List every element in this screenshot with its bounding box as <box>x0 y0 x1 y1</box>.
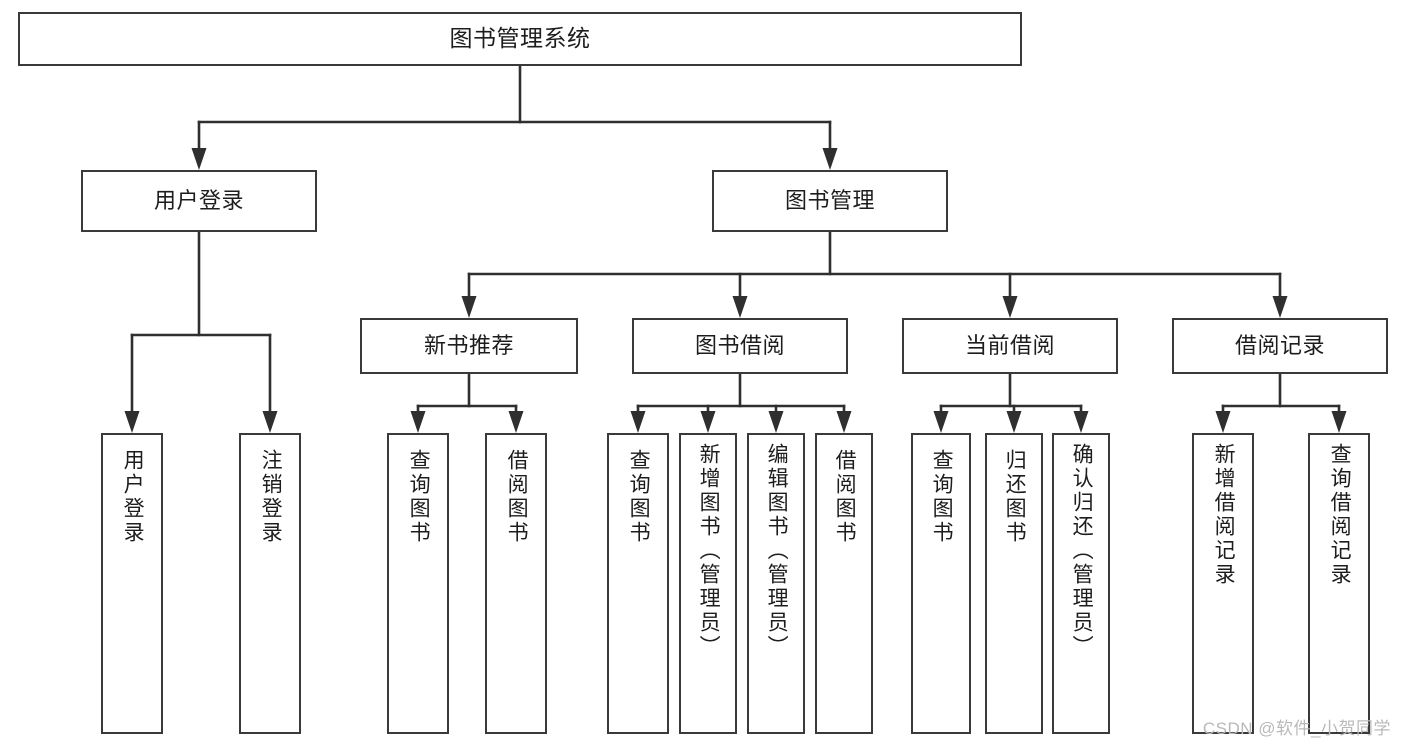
node-label-leaf-cu-return: 归还图书 <box>1003 449 1027 545</box>
node-leaf-nb-borrow[interactable]: 借阅图书 <box>485 433 547 734</box>
arrowhead-root-to-login <box>191 148 207 170</box>
arrowhead-root-to-bookmgmt <box>822 148 838 170</box>
arrowhead-records-to-leaf-re-add <box>1215 411 1231 433</box>
node-label-leaf-user-login: 用户登录 <box>121 449 145 545</box>
node-label-borrow: 图书借阅 <box>694 333 785 359</box>
node-label-root: 图书管理系统 <box>449 25 591 52</box>
node-leaf-re-add[interactable]: 新增借阅记录 <box>1192 433 1254 734</box>
node-records[interactable]: 借阅记录 <box>1172 318 1388 374</box>
node-label-leaf-re-query: 查询借阅记录 <box>1328 443 1352 587</box>
node-leaf-bo-borrow[interactable]: 借阅图书 <box>815 433 873 734</box>
arrowhead-bookmgmt-to-newbook <box>461 296 477 318</box>
node-label-leaf-cu-confirm: 确认归还（管理员） <box>1070 443 1094 659</box>
node-label-leaf-cu-query: 查询图书 <box>930 449 954 545</box>
node-label-leaf-user-logout: 注销登录 <box>259 449 283 545</box>
node-leaf-user-login[interactable]: 用户登录 <box>101 433 163 734</box>
arrowhead-current-to-leaf-cu-query <box>933 411 949 433</box>
arrowhead-bookmgmt-to-current <box>1002 296 1018 318</box>
node-label-records: 借阅记录 <box>1234 333 1325 359</box>
node-bookmgmt[interactable]: 图书管理 <box>712 170 948 232</box>
node-label-login: 用户登录 <box>153 188 244 214</box>
node-leaf-user-logout[interactable]: 注销登录 <box>239 433 301 734</box>
arrowhead-current-to-leaf-cu-confirm <box>1073 411 1089 433</box>
arrowhead-newbook-to-leaf-nb-query <box>410 411 426 433</box>
arrowhead-borrow-to-leaf-bo-edit <box>768 411 784 433</box>
node-label-leaf-bo-add: 新增图书（管理员） <box>697 443 721 659</box>
node-leaf-cu-confirm[interactable]: 确认归还（管理员） <box>1052 433 1110 734</box>
node-label-leaf-nb-query: 查询图书 <box>407 449 431 545</box>
node-label-current: 当前借阅 <box>964 333 1055 359</box>
arrowhead-borrow-to-leaf-bo-borrow <box>836 411 852 433</box>
arrowhead-newbook-to-leaf-nb-borrow <box>508 411 524 433</box>
node-label-leaf-bo-query: 查询图书 <box>627 449 651 545</box>
arrowhead-login-to-leaf-user-login <box>124 411 140 433</box>
node-login[interactable]: 用户登录 <box>81 170 317 232</box>
arrowhead-login-to-leaf-user-logout <box>262 411 278 433</box>
node-current[interactable]: 当前借阅 <box>902 318 1118 374</box>
node-label-leaf-bo-edit: 编辑图书（管理员） <box>765 443 789 659</box>
arrowhead-bookmgmt-to-records <box>1272 296 1288 318</box>
node-label-leaf-re-add: 新增借阅记录 <box>1212 443 1236 587</box>
node-label-newbook: 新书推荐 <box>423 333 514 359</box>
arrowhead-borrow-to-leaf-bo-query <box>630 411 646 433</box>
node-leaf-cu-query[interactable]: 查询图书 <box>911 433 971 734</box>
node-borrow[interactable]: 图书借阅 <box>632 318 848 374</box>
node-leaf-nb-query[interactable]: 查询图书 <box>387 433 449 734</box>
arrowhead-borrow-to-leaf-bo-add <box>700 411 716 433</box>
node-root[interactable]: 图书管理系统 <box>18 12 1022 66</box>
arrowhead-records-to-leaf-re-query <box>1331 411 1347 433</box>
node-leaf-re-query[interactable]: 查询借阅记录 <box>1308 433 1370 734</box>
node-leaf-bo-edit[interactable]: 编辑图书（管理员） <box>747 433 805 734</box>
arrowhead-bookmgmt-to-borrow <box>732 296 748 318</box>
csdn-watermark: CSDN @软件_小贺同学 <box>1202 719 1391 738</box>
node-label-leaf-nb-borrow: 借阅图书 <box>505 449 529 545</box>
node-label-leaf-bo-borrow: 借阅图书 <box>833 449 857 545</box>
node-leaf-bo-query[interactable]: 查询图书 <box>607 433 669 734</box>
node-newbook[interactable]: 新书推荐 <box>360 318 578 374</box>
node-leaf-cu-return[interactable]: 归还图书 <box>985 433 1043 734</box>
arrowhead-current-to-leaf-cu-return <box>1006 411 1022 433</box>
node-leaf-bo-add[interactable]: 新增图书（管理员） <box>679 433 737 734</box>
node-label-bookmgmt: 图书管理 <box>784 188 875 214</box>
